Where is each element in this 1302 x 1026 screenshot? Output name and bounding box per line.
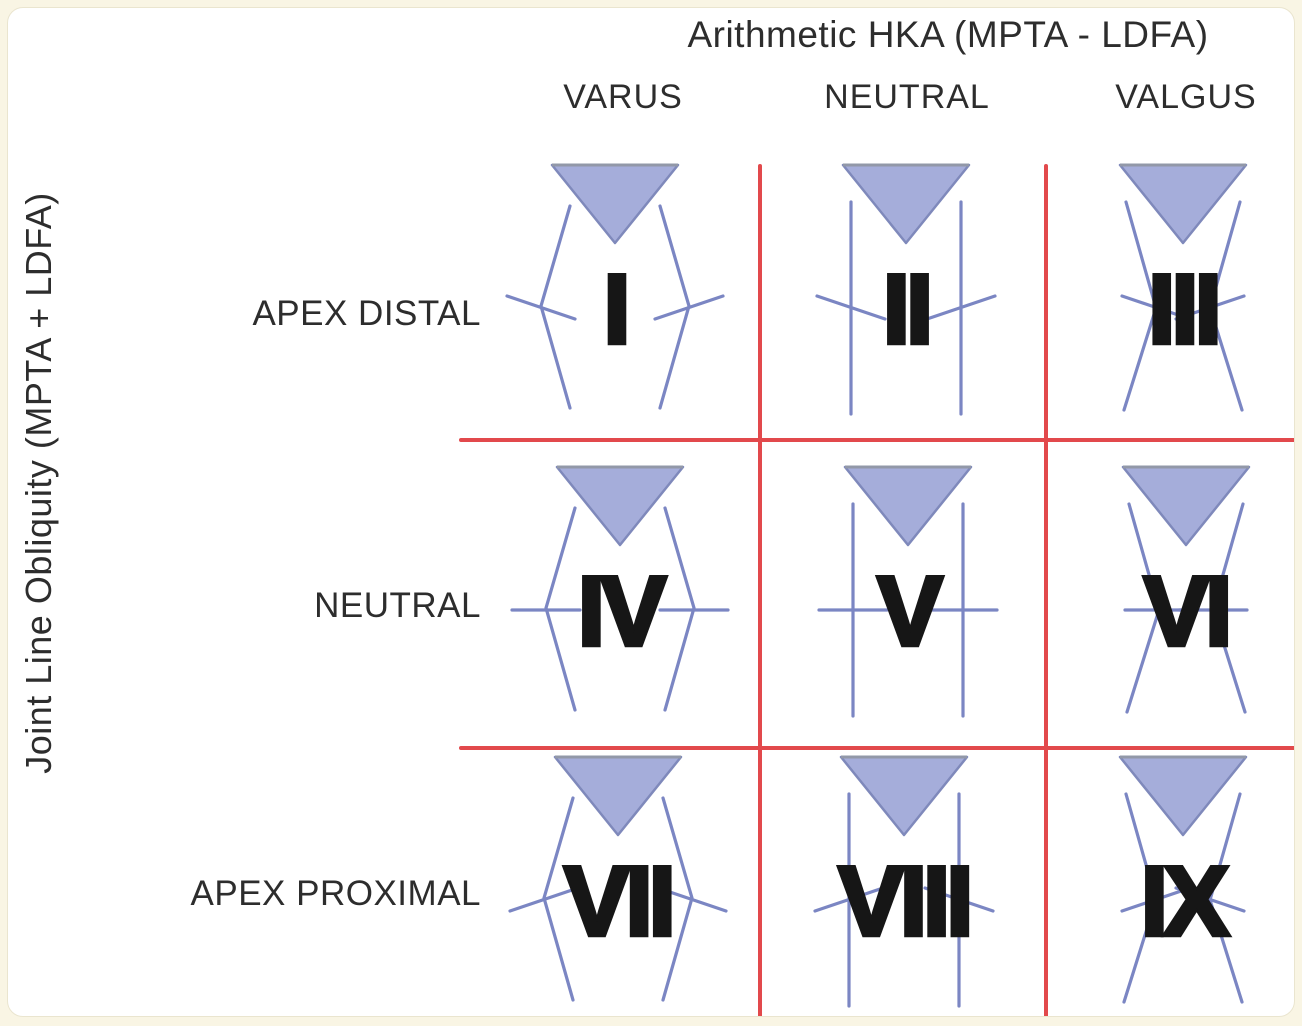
left-limb-axis-line [544,506,577,712]
right-limb-axis-line [663,506,696,712]
phenotype-cell-V: V [817,465,999,718]
left-joint-line [1120,886,1192,913]
phenotype-numeral: IV [578,556,666,666]
phenotype-numeral: III [1148,254,1218,364]
grid-divider-vertical-1 [758,164,762,1016]
right-joint-line [656,886,728,913]
figure-card: Arithmetic HKA (MPTA - LDFA) VARUS NEUTR… [7,7,1295,1017]
phenotype-numeral: VIII [838,846,969,956]
femur-triangle-icon [1121,465,1251,547]
phenotype-numeral: IX [1141,846,1229,956]
phenotype-cell-III: III [1118,163,1248,412]
phenotype-cell-VII: VII [508,755,728,1002]
phenotype-cell-IX: IX [1118,755,1248,1004]
column-header-varus: VARUS [563,78,683,116]
left-joint-line [815,294,887,321]
phenotype-numeral: VI [1144,556,1229,666]
x-axis-title: Arithmetic HKA (MPTA - LDFA) [687,14,1209,55]
right-joint-line [923,886,995,913]
femur-triangle-icon [839,755,969,837]
right-joint-line [1174,294,1246,321]
phenotype-cell-VI: VI [1121,465,1251,714]
femur-triangle-icon [843,465,973,547]
phenotype-cell-II: II [815,163,997,416]
grid-divider-horizontal-2 [459,746,1294,750]
phenotype-cell-I: I [505,163,725,410]
phenotype-numeral: V [877,556,942,666]
femur-triangle-icon [555,465,685,547]
left-joint-line [508,886,580,913]
right-joint-line [1174,886,1246,913]
row-label-apex-proximal: APEX PROXIMAL [190,874,481,913]
phenotype-numeral: VII [564,846,672,956]
row-label-neutral: NEUTRAL [314,586,481,625]
femur-triangle-icon [553,755,683,837]
right-joint-line [653,294,725,321]
femur-triangle-icon [550,163,680,245]
y-axis-title-container: Joint Line Obliquity (MPTA + LDFA) [8,8,70,958]
column-header-neutral: NEUTRAL [824,78,990,116]
phenotype-numeral: I [603,254,626,364]
right-limb-axis-line [658,204,691,410]
femur-triangle-icon [1118,163,1248,245]
phenotype-cell-IV: IV [510,465,730,712]
phenotype-numeral: II [883,254,929,364]
left-joint-line [813,886,885,913]
column-header-valgus: VALGUS [1115,78,1257,116]
left-limb-axis-line [539,204,572,410]
grid-divider-horizontal-1 [459,438,1294,442]
phenotype-cell-VIII: VIII [813,755,995,1008]
right-joint-line [925,294,997,321]
grid-divider-vertical-2 [1044,164,1048,1016]
y-axis-title: Joint Line Obliquity (MPTA + LDFA) [18,192,59,774]
left-joint-line [1120,294,1192,321]
femur-triangle-icon [841,163,971,245]
row-label-apex-distal: APEX DISTAL [252,294,481,333]
left-joint-line [505,294,577,321]
femur-triangle-icon [1118,755,1248,837]
